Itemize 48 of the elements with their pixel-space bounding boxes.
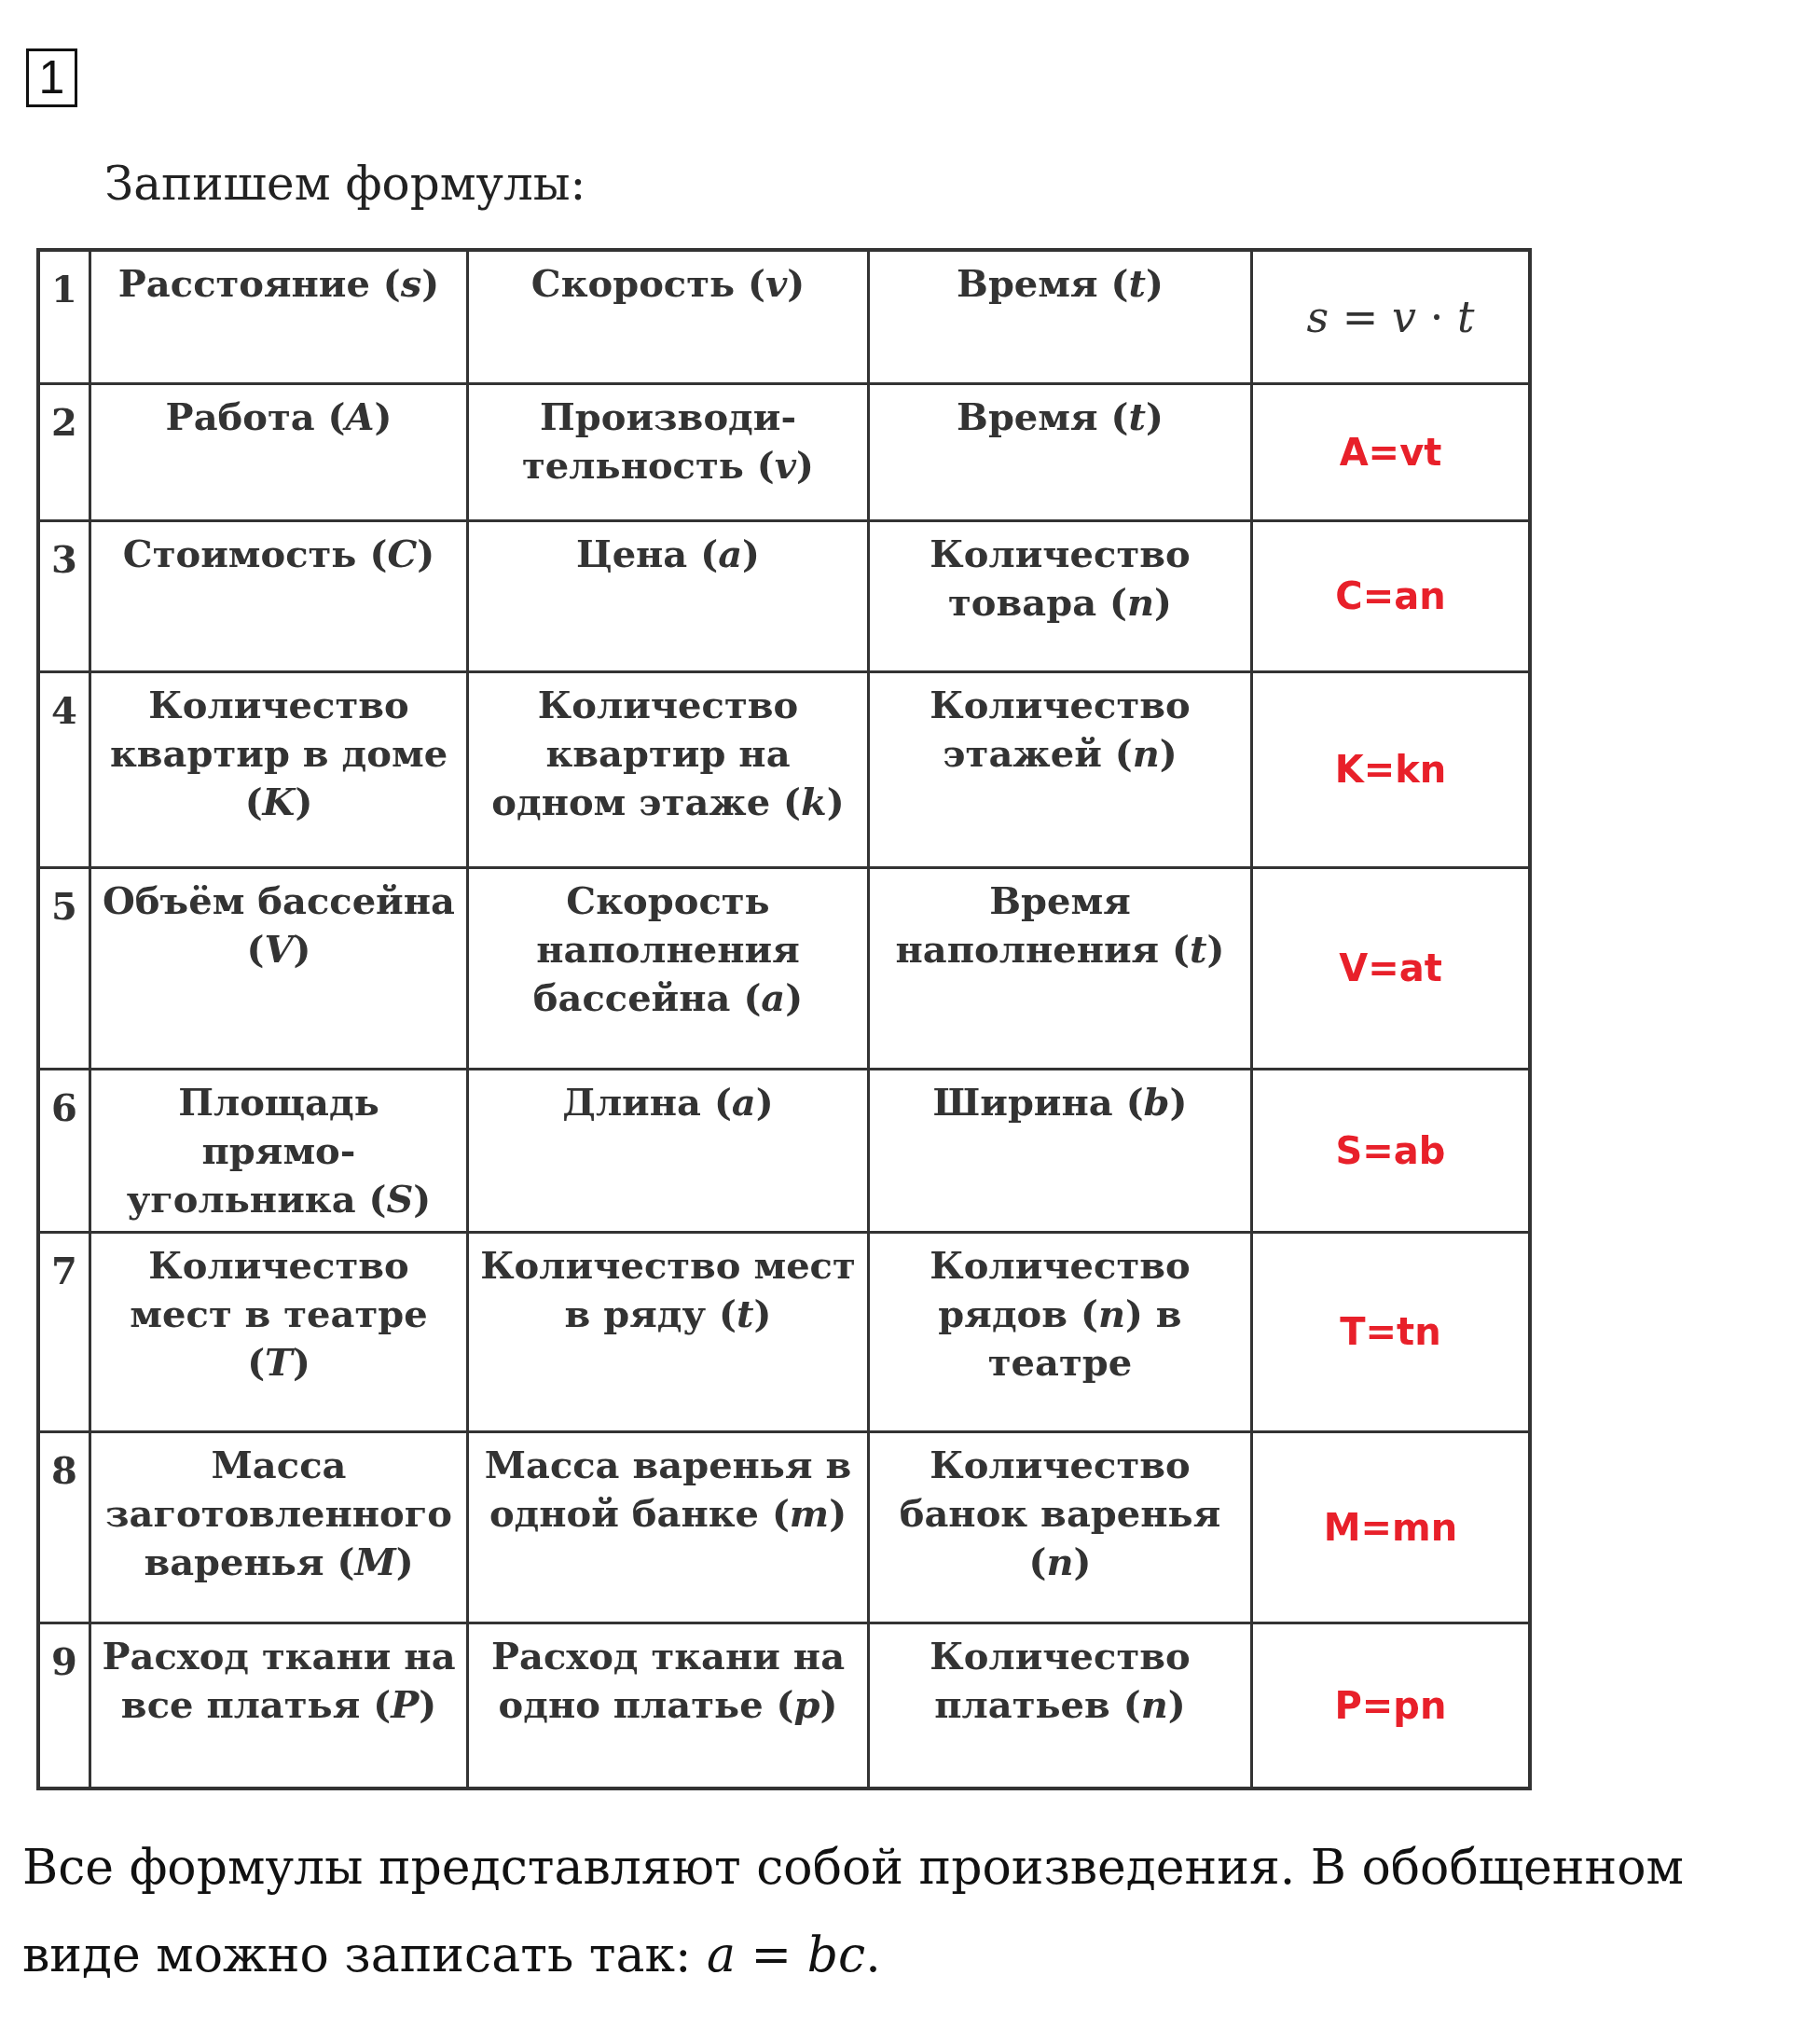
quantity-label: Количество мест в театре (T) xyxy=(130,1242,428,1384)
quantity-label: Расход ткани на одно платье (p) xyxy=(490,1633,846,1726)
quantity-label: Скорость (v) xyxy=(530,261,806,305)
formula: A=vt xyxy=(1339,430,1442,474)
formula: M=mn xyxy=(1323,1505,1458,1549)
row-number: 7 xyxy=(51,1248,77,1292)
quantity-label: Количество квартир в доме (K) xyxy=(109,682,448,823)
quantity-label: Масса заготовленного варенья (M) xyxy=(105,1442,452,1583)
quantity-label: Ширина (b) xyxy=(932,1079,1188,1124)
heading: Запишем формулы: xyxy=(104,157,586,211)
quantity-label: Количество товара (n) xyxy=(930,531,1191,624)
row-number: 4 xyxy=(51,687,77,732)
quantity-label: Длина (a) xyxy=(562,1079,774,1124)
quantity-label: Количество рядов (n) в театре xyxy=(930,1242,1191,1384)
quantity-label: Работа (A) xyxy=(165,394,393,438)
quantity-label: Количество этажей (n) xyxy=(930,682,1191,775)
task-number: 1 xyxy=(26,48,77,107)
quantity-label: Стоимость (C) xyxy=(122,531,435,575)
formula: P=pn xyxy=(1334,1683,1447,1727)
row-number: 9 xyxy=(51,1638,77,1683)
quantity-label: Количество банок варенья (n) xyxy=(899,1442,1221,1583)
row-number: 8 xyxy=(51,1447,77,1492)
quantity-label: Время наполнения (t) xyxy=(895,877,1225,971)
row-number: 5 xyxy=(51,883,77,928)
quantity-label: Расход ткани на все платья (P) xyxy=(102,1633,456,1726)
formula: V=at xyxy=(1339,946,1442,989)
quantity-label: Скорость наполнения бассейна (a) xyxy=(532,877,804,1019)
formula: C=an xyxy=(1335,574,1446,617)
quantity-label: Количество квартир на одном этаже (k) xyxy=(491,682,845,823)
quantity-label: Время (t) xyxy=(957,261,1164,305)
formula: s = v · t xyxy=(1306,291,1475,342)
quantity-label: Площадь прямо-угольника (S) xyxy=(126,1079,432,1221)
row-number: 3 xyxy=(51,536,77,581)
quantity-label: Масса варенья в одной банке (m) xyxy=(484,1442,852,1535)
formula: T=tn xyxy=(1340,1310,1441,1353)
formula: S=ab xyxy=(1335,1128,1446,1172)
quantity-label: Цена (a) xyxy=(576,531,760,575)
row-number: 2 xyxy=(51,399,77,444)
row-number: 6 xyxy=(51,1084,77,1129)
row-number: 1 xyxy=(51,267,77,311)
quantity-label: Количество мест в ряду (t) xyxy=(480,1242,856,1335)
quantity-label: Количество платьев (n) xyxy=(930,1633,1191,1726)
formula: K=kn xyxy=(1334,748,1447,791)
quantity-label: Время (t) xyxy=(957,394,1164,438)
quantity-label: Расстояние (s) xyxy=(117,261,440,305)
conclusion-text: Все формулы представляют собой произведения. В обобщенном виде можно записать так: a = bc. xyxy=(22,1838,1685,1984)
quantity-label: Объём бассейна (V) xyxy=(103,877,455,971)
quantity-label: Производи-тельность (v) xyxy=(522,394,814,487)
